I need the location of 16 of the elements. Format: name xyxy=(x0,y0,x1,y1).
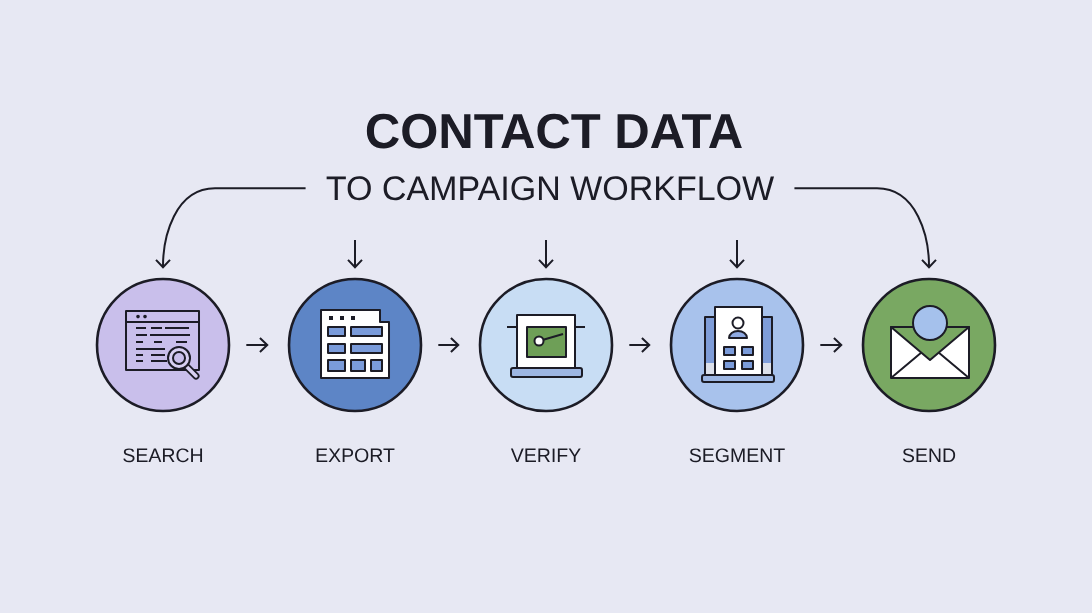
arrow xyxy=(155,187,307,269)
step-label: VERIFY xyxy=(510,448,581,462)
step-label: SEND xyxy=(902,448,956,463)
arrow xyxy=(347,239,363,269)
step-label: SEGMENT xyxy=(689,448,785,463)
title: CONTACT DATA xyxy=(366,113,742,149)
step-label: SEARCH xyxy=(123,448,203,463)
arrow xyxy=(793,187,937,269)
arrow xyxy=(729,239,745,269)
arrow xyxy=(538,239,554,269)
arrow xyxy=(628,337,651,353)
arrow xyxy=(245,337,269,353)
arrow xyxy=(437,337,460,353)
arrow xyxy=(819,337,843,353)
subtitle: TO CAMPAIGN WORKFLOW xyxy=(326,176,775,201)
step-label: EXPORT xyxy=(316,448,395,463)
